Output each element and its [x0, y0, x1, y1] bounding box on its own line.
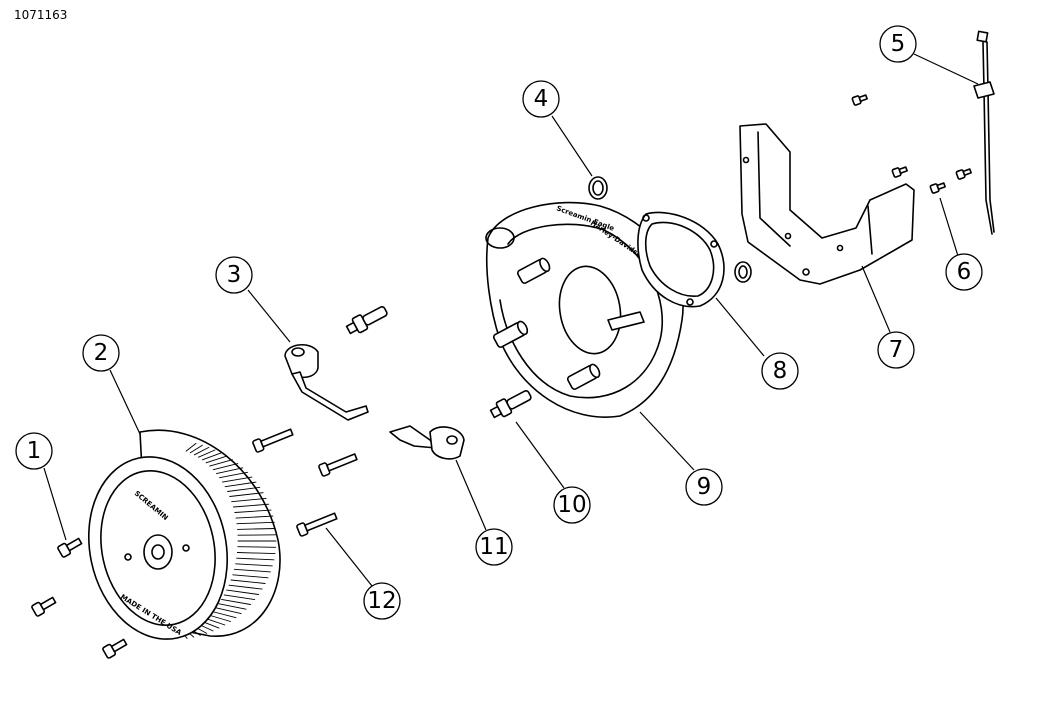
- filter-pleat: [185, 442, 197, 452]
- callout-10-label: 10: [557, 492, 586, 518]
- callout-4: 4: [522, 80, 560, 118]
- hollow-breather-bolts: [345, 306, 532, 419]
- filter-pleat: [211, 611, 237, 619]
- backplate: Screamin Eagle Harley-Davidson: [485, 201, 684, 418]
- air-filter-element: SCREAMIN MADE IN THE USA: [87, 429, 281, 640]
- filter-pleat: [234, 509, 272, 513]
- callout-1: 1: [15, 432, 53, 470]
- callout-8: 8: [761, 352, 799, 390]
- filter-pleat: [237, 528, 276, 530]
- filter-pleat: [216, 467, 244, 475]
- callout-11-label: 11: [479, 534, 508, 560]
- callout-5: 5: [879, 25, 917, 63]
- small-screws: [851, 94, 972, 194]
- filter-pleat: [228, 584, 263, 590]
- filter-pleat: [235, 515, 274, 519]
- filter-pleat: [229, 492, 264, 497]
- filter-pleat: [212, 463, 239, 471]
- cable-strap: [973, 30, 995, 235]
- callout-1-label: 1: [27, 438, 42, 464]
- callout-7-label: 7: [889, 337, 904, 363]
- filter-pleat: [189, 444, 203, 454]
- callout-3-label: 3: [227, 262, 242, 288]
- filter-pleat: [221, 598, 251, 605]
- filter-pleat: [201, 452, 222, 461]
- filter-pleat: [226, 589, 260, 595]
- filter-pleat: [193, 446, 210, 456]
- filter-pleat: [224, 481, 257, 488]
- filter-pleat: [205, 455, 228, 464]
- callout-3: 3: [215, 256, 253, 294]
- breather-bolts: [252, 428, 358, 537]
- filter-pleat: [236, 557, 275, 561]
- callout-8-label: 8: [773, 358, 788, 384]
- filter-pleat: [230, 579, 266, 584]
- filter-pleat: [221, 476, 253, 483]
- filter-pleat: [232, 574, 269, 579]
- callout-9: 9: [685, 468, 723, 506]
- filter-pleat: [232, 503, 270, 508]
- callout-6-label: 6: [957, 259, 972, 285]
- filter-pleat: [235, 563, 273, 567]
- filter-pleat: [218, 603, 247, 610]
- callout-9-label: 9: [697, 474, 712, 500]
- filter-pleat: [236, 552, 276, 555]
- callout-11: 11: [475, 528, 513, 566]
- support-bracket: [739, 123, 915, 285]
- filter-pleat: [214, 607, 242, 615]
- filter-pleat: [209, 459, 233, 467]
- filter-pleat: [237, 546, 277, 548]
- leader-lines: [43, 53, 979, 587]
- callout-10: 10: [553, 486, 591, 524]
- callout-5-label: 5: [891, 31, 906, 57]
- filter-pleat: [208, 614, 232, 622]
- filter-pleat: [236, 521, 275, 525]
- filter-pleat: [219, 471, 248, 479]
- o-ring-gasket: [734, 261, 752, 283]
- gasket: [637, 211, 725, 308]
- callout-12-label: 12: [367, 588, 396, 614]
- filter-pleat: [198, 449, 216, 458]
- callout-4-label: 4: [534, 86, 549, 112]
- document-id: 1071163: [14, 8, 68, 22]
- breather-bracket-right: [389, 425, 465, 460]
- callout-7: 7: [877, 331, 915, 369]
- filter-pleat: [223, 594, 256, 601]
- mounting-screws: [31, 537, 128, 659]
- callout-6: 6: [945, 253, 983, 291]
- filter-pleat: [233, 568, 271, 573]
- callout-2: 2: [82, 334, 120, 372]
- filter-pleat: [231, 497, 267, 503]
- callout-2-label: 2: [94, 340, 109, 366]
- breather-bracket: [284, 344, 369, 421]
- o-ring: [588, 176, 608, 200]
- callout-12: 12: [363, 582, 401, 620]
- filter-pleat: [227, 486, 261, 492]
